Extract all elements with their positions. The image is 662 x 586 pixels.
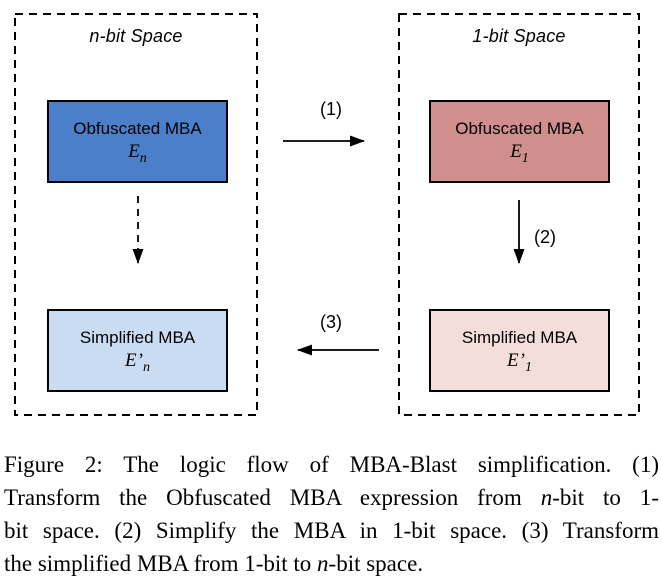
obfuscated-mba-1-expression: E1 bbox=[510, 140, 529, 166]
simplified-mba-n-box: Simplified MBA E’n bbox=[47, 309, 228, 392]
simplified-mba-n-expression: E’n bbox=[125, 349, 150, 375]
simplified-mba-1-box: Simplified MBA E’1 bbox=[429, 309, 610, 392]
one-bit-space-dashed-border bbox=[398, 13, 640, 416]
obfuscated-mba-n-title: Obfuscated MBA bbox=[73, 118, 202, 138]
obfuscated-mba-1-box: Obfuscated MBA E1 bbox=[429, 100, 610, 183]
arrow-2-label: (2) bbox=[534, 227, 556, 247]
caption-line-1: Figure 2: The logic flow of MBA-Blast si… bbox=[4, 452, 659, 477]
simplified-mba-1-expression: E’1 bbox=[507, 349, 532, 375]
n-bit-space-dashed-border bbox=[14, 13, 258, 416]
simplified-mba-1-title: Simplified MBA bbox=[461, 327, 578, 347]
obfuscated-mba-n-box: Obfuscated MBA En bbox=[47, 100, 228, 183]
mba-blast-flow-diagram: n-bit Space 1-bit Space Obfuscated MBA E… bbox=[14, 13, 640, 416]
diagram-lines bbox=[14, 13, 640, 416]
arrow-1-label: (1) bbox=[320, 99, 342, 119]
obfuscated-mba-1-title: Obfuscated MBA bbox=[455, 118, 584, 138]
simplified-mba-n-title: Simplified MBA bbox=[79, 327, 196, 347]
caption-line-4: the simplified MBA from 1-bit to n-bit s… bbox=[4, 551, 424, 576]
caption-line-3: bit space. (2) Simplify the MBA in 1-bit… bbox=[4, 518, 659, 543]
arrow-3-label: (3) bbox=[320, 312, 342, 332]
obfuscated-mba-n-expression: En bbox=[128, 140, 147, 166]
n-bit-space-label: n-bit Space bbox=[89, 26, 183, 46]
one-bit-space-label: 1-bit Space bbox=[472, 26, 566, 46]
caption-line-2: Transform the Obfuscated MBA expression … bbox=[4, 485, 659, 510]
